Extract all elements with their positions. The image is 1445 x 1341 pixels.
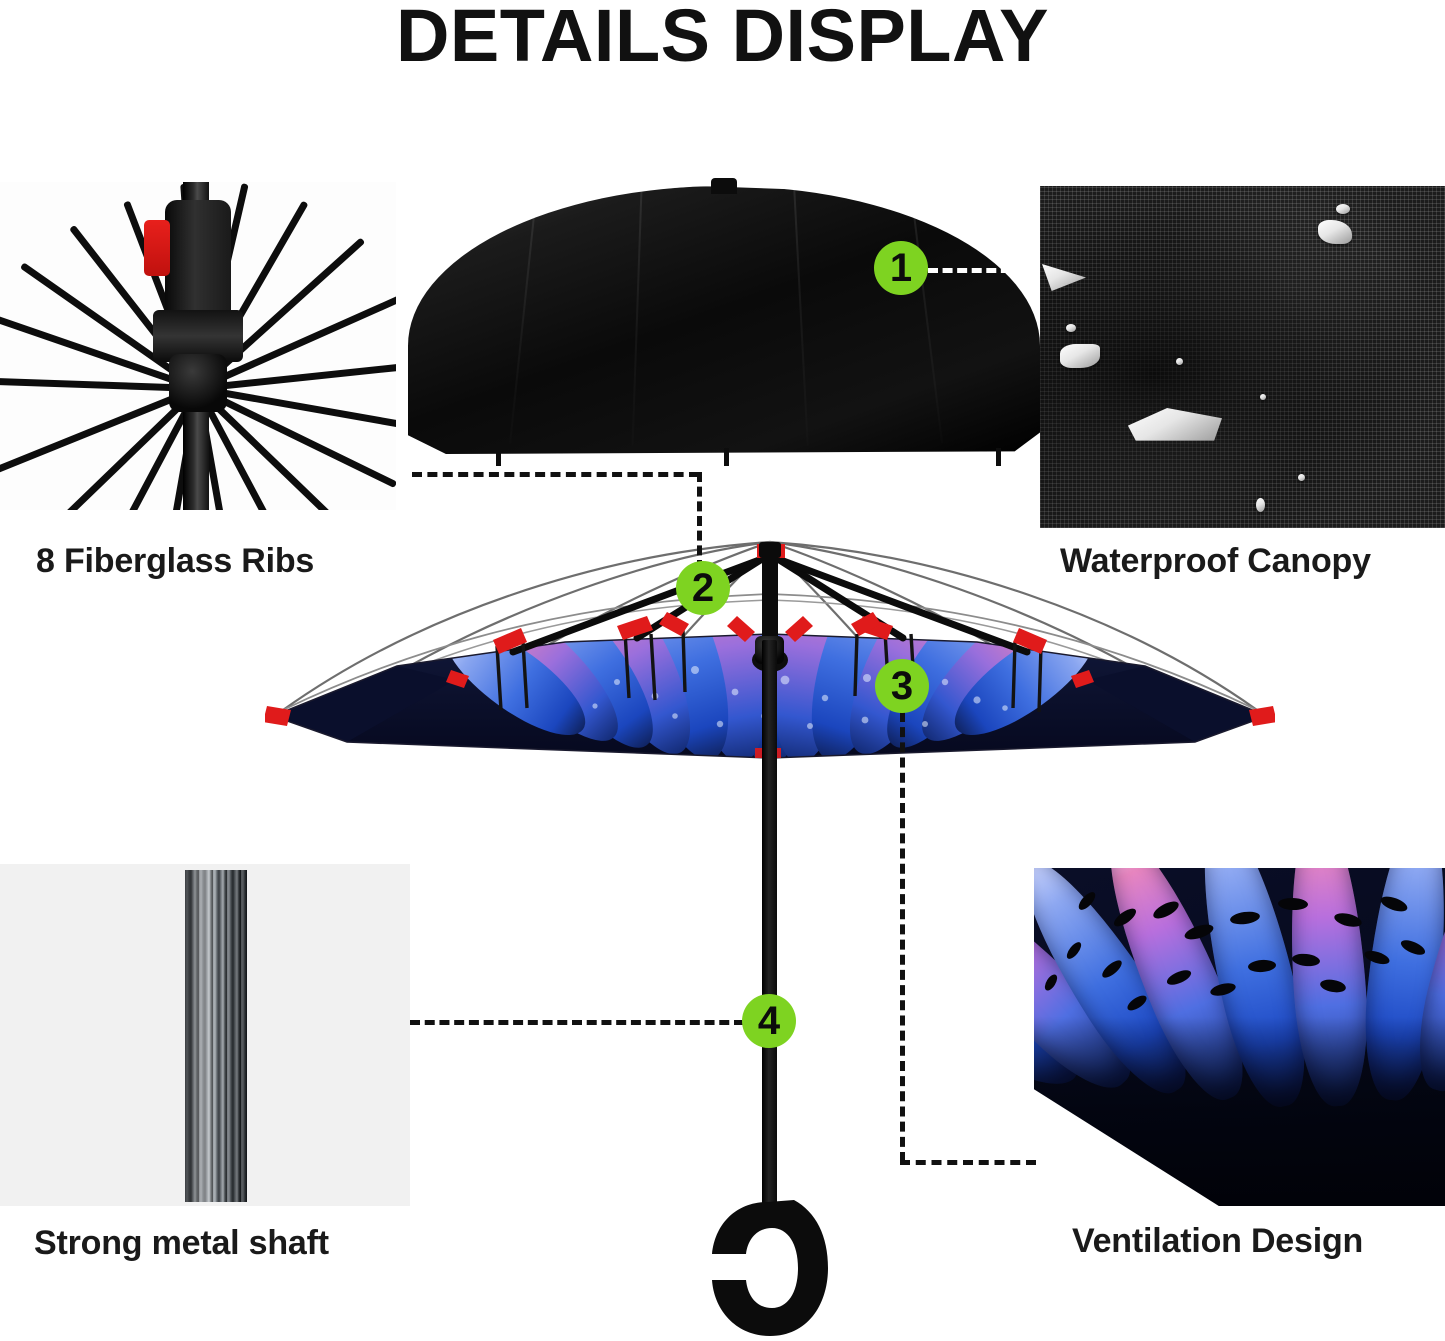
connector-line-3-vertical	[900, 712, 905, 1162]
caption-fiberglass-ribs: 8 Fiberglass Ribs	[36, 542, 315, 580]
water-droplet	[1260, 394, 1266, 400]
water-droplet	[1256, 498, 1265, 512]
metal-shaft-gloss	[185, 870, 247, 1202]
connector-line-1	[928, 268, 1040, 273]
page-title: DETAILS DISPLAY	[395, 0, 1050, 77]
waterproof-fabric-photo	[1040, 186, 1445, 528]
caption-metal-shaft: Strong metal shaft	[34, 1224, 329, 1262]
connector-line-3-horizontal	[900, 1160, 1036, 1165]
water-droplet	[1060, 344, 1100, 368]
connector-line-2-vertical	[697, 472, 702, 570]
water-droplet	[1176, 358, 1183, 365]
water-droplet	[1298, 474, 1305, 481]
hub-runner	[169, 354, 227, 412]
water-droplet	[1066, 324, 1076, 332]
fabric-shadow	[1040, 186, 1445, 528]
closed-canopy-photo	[408, 178, 1040, 466]
canopy-dome-shape	[408, 186, 1040, 454]
callout-badge-3[interactable]: 3	[875, 659, 929, 713]
callout-badge-4[interactable]: 4	[742, 994, 796, 1048]
connector-line-2-horizontal	[412, 472, 699, 477]
ventilation-photo	[1034, 868, 1445, 1206]
connector-line-4	[410, 1020, 744, 1025]
metal-shaft-photo	[0, 864, 410, 1206]
canopy-top-button	[711, 178, 737, 194]
fiberglass-ribs-photo	[0, 182, 396, 510]
callout-badge-2[interactable]: 2	[676, 561, 730, 615]
water-droplet	[1336, 204, 1350, 214]
water-droplet	[1318, 220, 1352, 244]
caption-waterproof-canopy: Waterproof Canopy	[1060, 542, 1371, 580]
umbrella-hub	[165, 200, 231, 320]
caption-ventilation-design: Ventilation Design	[1072, 1222, 1364, 1260]
red-release-button	[144, 220, 170, 276]
hub-collar	[153, 310, 243, 362]
c-shaped-handle	[706, 1196, 834, 1341]
umbrella-main-shaft	[762, 640, 777, 1220]
callout-badge-1[interactable]: 1	[874, 241, 928, 295]
